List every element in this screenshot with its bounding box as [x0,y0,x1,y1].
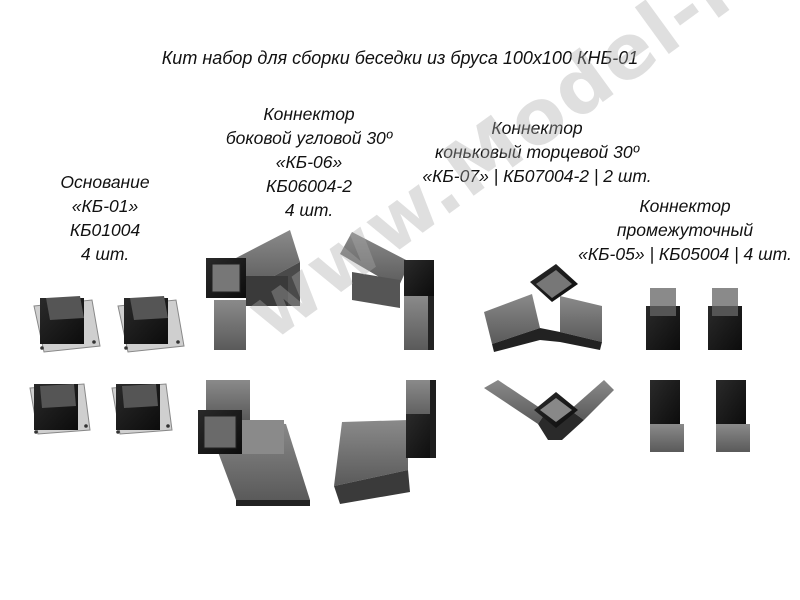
label-side-corner: Коннектор боковой угловой 30º «КБ-06» КБ… [224,102,394,222]
label-base-line-3: КБ01004 [69,220,141,240]
intermediate-part-1 [646,288,680,350]
label-side-corner-line-1: Коннектор [263,104,355,124]
label-side-corner-line-5: 4 шт. [284,200,334,220]
intermediate-part-2 [708,288,742,350]
label-side-corner-line-3: «КБ-06» [275,152,343,172]
base-part-4 [111,383,173,435]
label-intermediate-line-1: Коннектор [639,196,731,216]
ridge-end-part-2 [484,380,614,440]
base-part-3 [29,383,91,435]
label-base-line-4: 4 шт. [80,244,130,264]
label-intermediate-line-3: «КБ-05» | КБ05004 | 4 шт. [578,244,792,264]
label-ridge-end: Коннектор коньковый торцевой 30º «КБ-07»… [412,116,662,188]
page-title: Кит набор для сборки беседки из бруса 10… [161,48,639,68]
label-side-corner-line-4: КБ06004-2 [266,176,352,196]
side-corner-part-1 [206,230,300,350]
base-part-1 [33,296,101,353]
base-part-2 [117,296,185,353]
label-side-corner-line-2: боковой угловой 30º [225,128,393,148]
side-corner-part-4 [334,380,436,504]
intermediate-part-4 [716,380,750,452]
label-ridge-end-line-1: Коннектор [491,118,583,138]
label-ridge-end-line-2: коньковый торцевой 30º [435,142,639,162]
ridge-end-part-1 [484,264,602,352]
label-base-line-1: Основание [60,172,150,192]
label-base-line-2: «КБ-01» [71,196,139,216]
side-corner-part-2 [340,232,434,350]
label-base: Основание «КБ-01» КБ01004 4 шт. [40,170,170,266]
label-intermediate-line-2: промежуточный [616,220,754,240]
side-corner-part-3 [198,380,310,506]
intermediate-part-3 [650,380,684,452]
label-ridge-end-line-3: «КБ-07» | КБ07004-2 | 2 шт. [422,166,652,186]
label-intermediate: Коннектор промежуточный «КБ-05» | КБ0500… [570,194,800,266]
